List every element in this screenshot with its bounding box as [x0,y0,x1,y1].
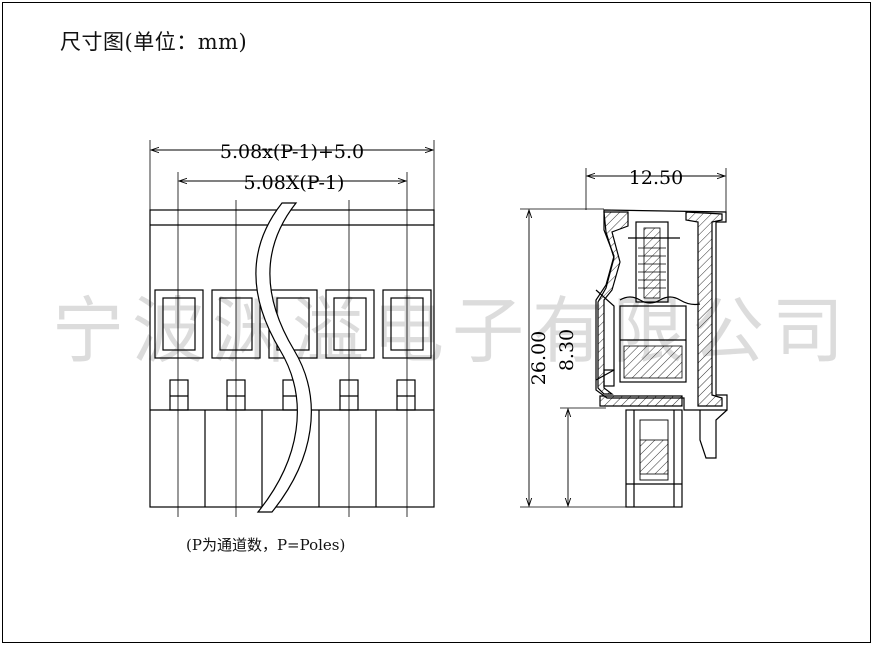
side-view [520,168,728,508]
front-view [149,140,435,517]
housing-wall-hatch-right [685,211,723,407]
bottom-dividers [204,410,377,507]
clamp-hatch [623,345,683,379]
screw-windows [154,289,432,359]
pin-body [625,409,683,508]
housing-outline [595,209,728,411]
pin-slots [169,379,416,411]
dim-pin-height: 8.30 [556,329,578,371]
dim-total-height: 26.00 [528,331,550,385]
clamp-box [619,305,687,383]
connector-body-outline [149,209,435,508]
dim-total-width: 5.08x(P-1)+5.0 [220,141,364,163]
dim-pitch-span: 5.08X(P-1) [244,172,345,194]
break-line [255,202,312,513]
screw-body [635,221,669,303]
base-hatch [599,395,683,407]
housing-wall-hatch-left [597,211,629,395]
spring-line [619,296,701,306]
latch [699,409,728,459]
drawing-title: 尺寸图(单位：mm) [60,30,248,54]
dim-side-width: 12.50 [629,167,683,189]
wire-entry [595,289,615,381]
poles-note: (P为通道数，P=Poles) [186,536,346,554]
